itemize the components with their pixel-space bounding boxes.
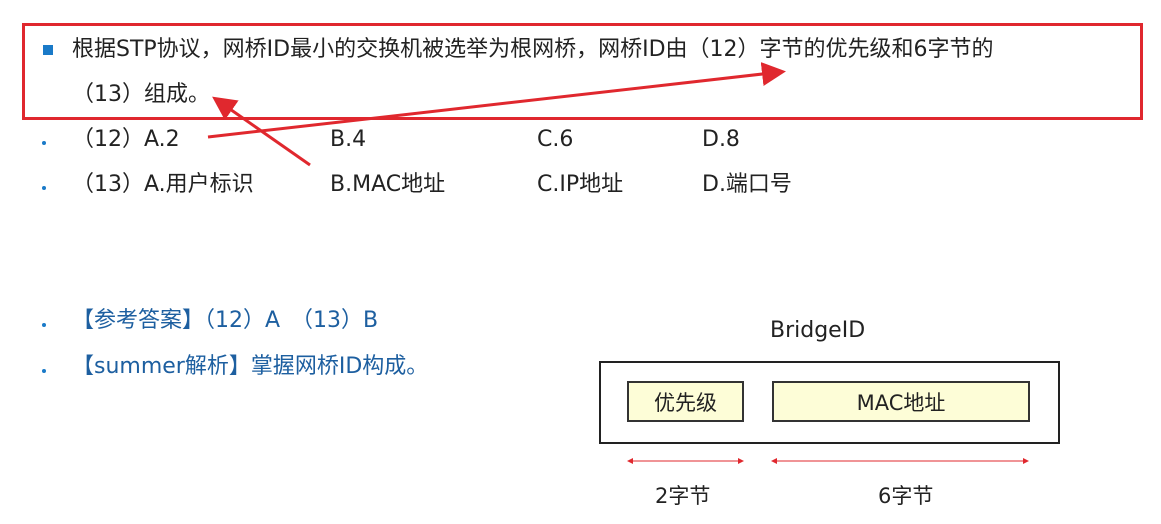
bullet-dot-icon — [42, 323, 46, 327]
bullet-dot-icon — [42, 141, 46, 145]
bullet-dot-icon — [42, 369, 46, 373]
option-12-d: D.8 — [702, 127, 740, 152]
option-12-b: B.4 — [330, 127, 367, 152]
mac-size-label: 6字节 — [878, 484, 934, 508]
analysis-text: 【summer解析】掌握网桥ID构成。 — [72, 354, 429, 379]
question-line1: 根据STP协议，网桥ID最小的交换机被选举为根网桥，网桥ID由（12）字节的优先… — [72, 37, 994, 62]
option-13-a: （13）A.用户标识 — [72, 172, 254, 197]
option-12-a: （12）A.2 — [72, 127, 180, 152]
option-13-b: B.MAC地址 — [330, 172, 446, 197]
priority-size-label: 2字节 — [655, 484, 711, 508]
option-13-c: C.IP地址 — [537, 172, 624, 197]
arrow-12 — [207, 62, 786, 139]
option-12-c: C.6 — [537, 127, 574, 152]
diagram-title: BridgeID — [770, 318, 866, 343]
bridge-id-box — [599, 361, 1060, 444]
priority-field: 优先级 — [627, 381, 744, 422]
bullet-square-icon — [43, 45, 53, 55]
highlight-box — [22, 23, 1143, 120]
question-line2: （13）组成。 — [72, 82, 210, 107]
arrow-13 — [212, 96, 311, 167]
option-13-d: D.端口号 — [702, 172, 792, 197]
reference-answer: 【参考答案】（12）A （13）B — [72, 308, 379, 333]
mac-field: MAC地址 — [772, 381, 1030, 422]
bullet-dot-icon — [42, 186, 46, 190]
